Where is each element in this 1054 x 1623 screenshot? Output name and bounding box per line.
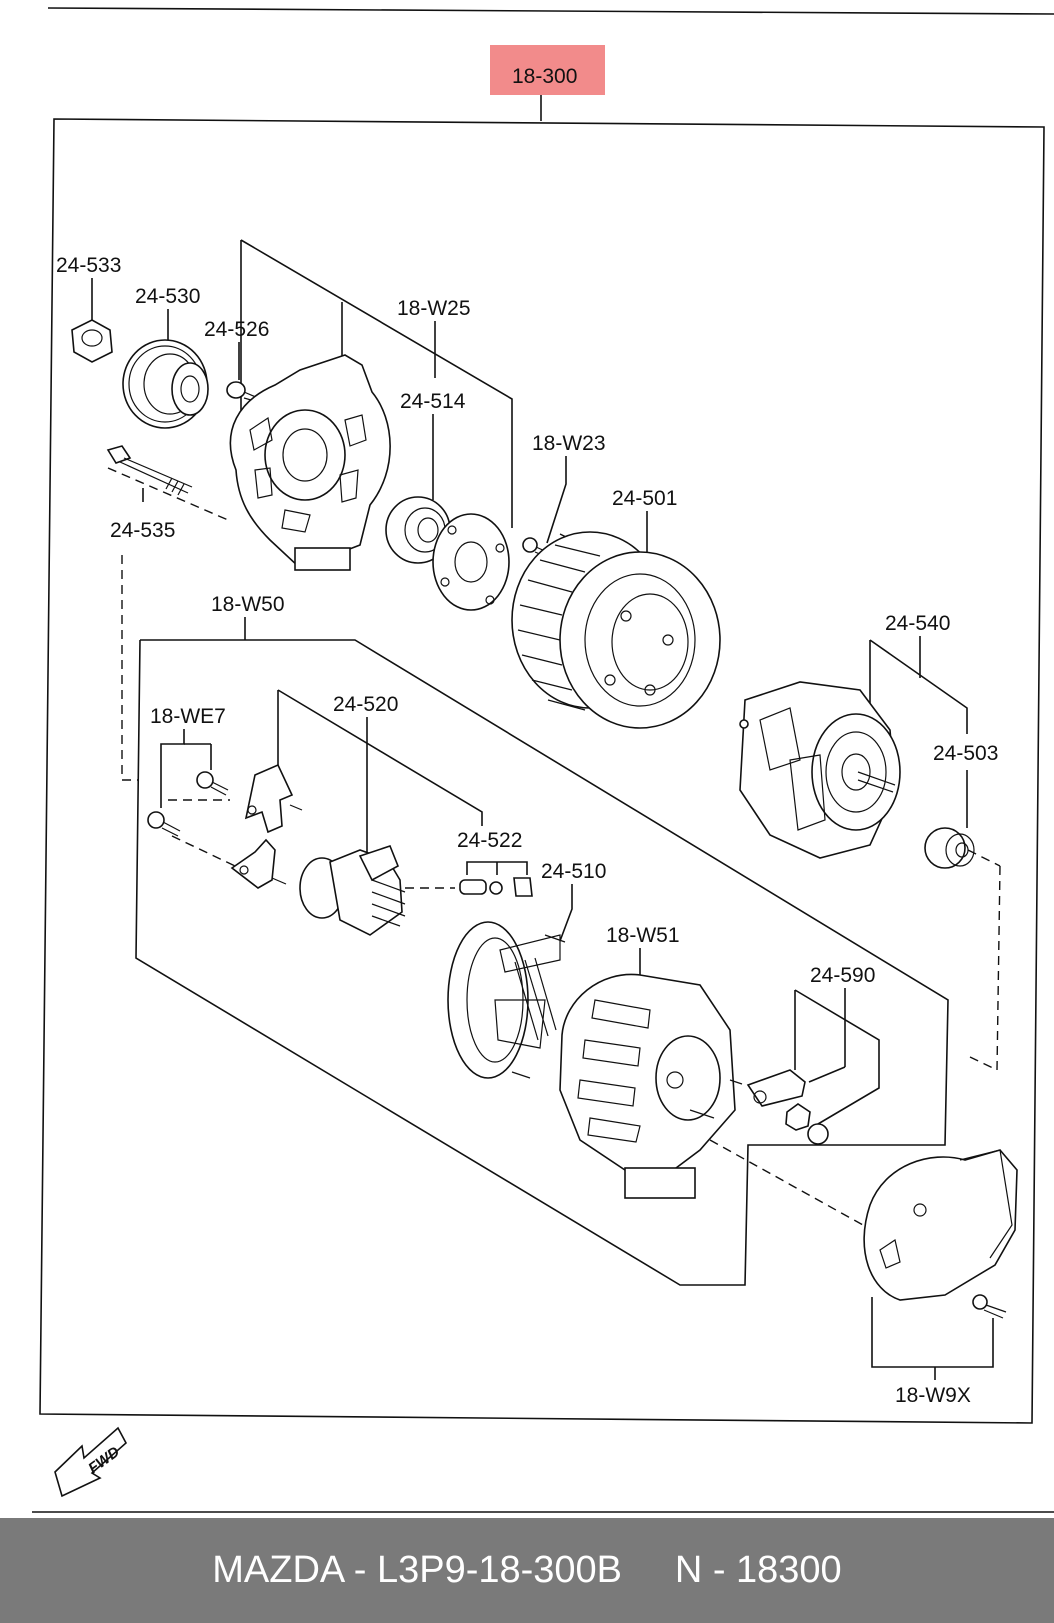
terminal-bracket-lower[interactable] [230, 838, 287, 889]
leader-lines [91, 239, 994, 1380]
rear-housing[interactable] [559, 973, 743, 1199]
screw-18-WE7-upper[interactable] [196, 771, 229, 796]
callout-24-501[interactable]: 24-501 [612, 487, 677, 510]
nut-24-533[interactable] [71, 319, 113, 363]
callout-24-533[interactable]: 24-533 [56, 254, 121, 277]
exploded-parts-diagram: 18-300 24-533 24-530 24-526 18-W25 24-51… [32, 7, 1054, 1513]
callout-24-530[interactable]: 24-530 [135, 285, 200, 308]
callout-18-W50[interactable]: 18-W50 [211, 593, 285, 616]
screw-18-W9X[interactable] [972, 1294, 1007, 1319]
callout-24-514[interactable]: 24-514 [400, 390, 466, 413]
callout-24-590[interactable]: 24-590 [810, 964, 875, 987]
callout-18-W25[interactable]: 18-W25 [397, 297, 471, 320]
callout-24-503[interactable]: 24-503 [933, 742, 998, 765]
stator-24-501[interactable] [511, 531, 721, 729]
front-housing[interactable] [229, 354, 391, 571]
bolt-24-535[interactable] [106, 445, 193, 496]
footer-bar: MAZDA - L3P9-18-300B N - 18300 [0, 1518, 1054, 1623]
retainer-plate[interactable] [432, 513, 510, 611]
terminal-bracket-upper[interactable] [244, 763, 303, 834]
callout-18-W9X[interactable]: 18-W9X [895, 1384, 971, 1407]
footer-part-number: MAZDA - L3P9-18-300B N - 18300 [212, 1549, 842, 1591]
regulator-24-520[interactable] [299, 845, 406, 936]
assembly-centerlines [107, 467, 1001, 1231]
screw-18-WE7-lower[interactable] [147, 811, 181, 837]
assembly-highlight [490, 45, 605, 95]
assembly-label-18-300[interactable]: 18-300 [490, 45, 605, 95]
callout-24-526[interactable]: 24-526 [204, 318, 269, 341]
callout-18-WE7[interactable]: 18-WE7 [150, 705, 226, 728]
rotor-24-540[interactable] [739, 681, 901, 859]
assembly-label-text: 18-300 [512, 65, 577, 88]
callout-24-535[interactable]: 24-535 [110, 519, 175, 542]
callout-18-W23[interactable]: 18-W23 [532, 432, 606, 455]
terminal-parts-24-590[interactable] [746, 1069, 829, 1145]
pulley-24-530[interactable] [122, 339, 209, 429]
top-border-line [47, 7, 1054, 15]
assembly-frame [39, 118, 1045, 1424]
callout-18-W51[interactable]: 18-W51 [606, 924, 680, 947]
rectifier-24-510[interactable] [447, 921, 566, 1079]
callout-24-520[interactable]: 24-520 [333, 693, 398, 716]
callout-24-522[interactable]: 24-522 [457, 829, 522, 852]
callout-24-510[interactable]: 24-510 [541, 860, 606, 883]
brush-set-24-522[interactable] [459, 877, 533, 897]
fwd-arrow-icon: FWD [54, 1426, 128, 1498]
bearing-24-503[interactable] [924, 827, 975, 869]
callout-24-540[interactable]: 24-540 [885, 612, 950, 635]
rear-cover-18-W9X[interactable] [863, 1149, 1018, 1301]
